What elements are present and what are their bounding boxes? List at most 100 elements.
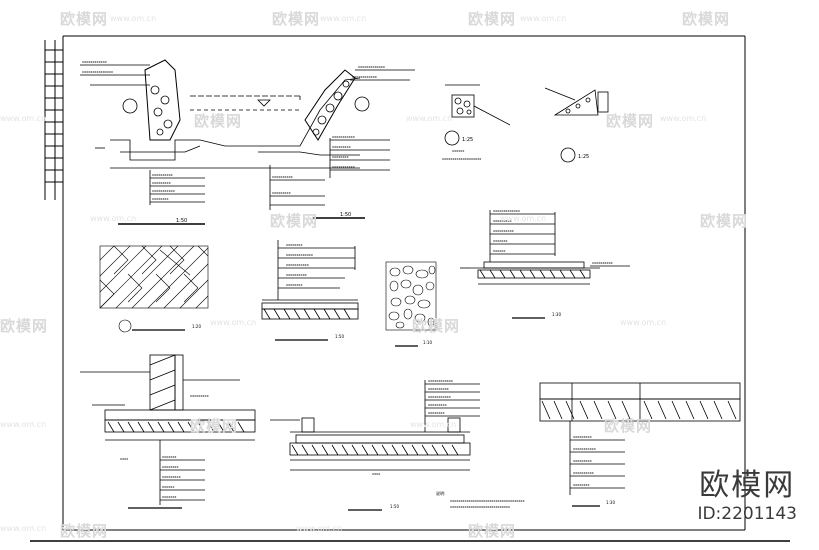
cobble-texture-plan <box>385 261 437 331</box>
scale-label: 1:50 <box>390 504 399 509</box>
watermark-url: www.om.cn <box>320 14 367 23</box>
svg-text:xxxxxxxxxxxxx: xxxxxxxxxxxxx <box>286 253 313 257</box>
curb-section-captions: xxxxxxxxxxxxxxxxxxxxxx xxxxxxxxxxxxxxxxx… <box>348 379 525 511</box>
watermark: 欧模网 <box>700 212 749 230</box>
svg-text:xxxxxxxxxxx: xxxxxxxxxxx <box>428 395 451 399</box>
svg-text:xxxxxxxxx: xxxxxxxxx <box>162 475 181 479</box>
scale-label: 1:20 <box>192 324 201 329</box>
svg-text:xxxxxxxxxxxxxxxxxxxxxxxxxxxxxx: xxxxxxxxxxxxxxxxxxxxxxxxxxxxxxxxxxxx <box>450 499 525 503</box>
scale-label: 1:30 <box>552 312 561 317</box>
watermark: 欧模网 <box>412 317 461 335</box>
drawing-frame <box>30 35 790 542</box>
retaining-wall-section <box>80 354 256 505</box>
watermark: 欧模网 <box>0 317 49 335</box>
brand-logo: 欧模网 <box>699 468 796 503</box>
svg-text:xxxxxxxxxx: xxxxxxxxxx <box>592 261 613 265</box>
svg-text:xxxxxxx: xxxxxxx <box>493 239 508 243</box>
svg-text:xxxxxxxxxx: xxxxxxxxxx <box>272 175 293 179</box>
watermark-url: www.om.cn <box>110 14 157 23</box>
watermark: 欧模网 <box>468 10 517 28</box>
scale-label: 1:50 <box>176 218 187 224</box>
watermark: 欧模网 <box>272 10 321 28</box>
watermark-url: www.om.cn <box>620 318 667 327</box>
svg-text:xxxxxxxxx: xxxxxxxxx <box>190 394 209 398</box>
paving-section-b <box>261 240 359 320</box>
watermark: 欧模网 <box>60 522 109 540</box>
pond-section-captions: 1:50 1:50 <box>118 212 365 225</box>
small-detail-b <box>544 87 609 163</box>
svg-text:xxxxxxx: xxxxxxx <box>162 495 177 499</box>
layered-section-captions: xxxxxxxxxxxxxxxxxxxx xxxxxxxxxxxxxxxxxxx… <box>572 435 615 507</box>
watermark-url: www.om.cn <box>410 420 457 429</box>
svg-text:xxxxxxxx: xxxxxxxx <box>162 465 179 469</box>
watermark-url: www.om.cn <box>210 318 257 327</box>
svg-text:xxxxxxxxxxx: xxxxxxxxxxx <box>573 447 596 451</box>
svg-text:xxxxxxxxxxxxxxxxxxxxxxxxxxxxx: xxxxxxxxxxxxxxxxxxxxxxxxxxxxx <box>450 505 510 509</box>
watermark-url: www.om.cn <box>520 14 567 23</box>
svg-text:xxxxxx: xxxxxx <box>162 485 174 489</box>
pond-section-detail <box>80 59 415 210</box>
notes-label: 说明: <box>436 490 445 496</box>
watermark: 欧模网 <box>682 10 731 28</box>
watermark: 欧模网 <box>468 522 517 540</box>
svg-text:xxxxxxxx: xxxxxxxx <box>152 197 169 201</box>
svg-text:xxxxxxxxxx: xxxxxxxxxx <box>152 173 173 177</box>
svg-text:xxxxxxxxxx: xxxxxxxxxx <box>286 273 307 277</box>
watermark-url: www.om.cn <box>296 524 343 533</box>
watermark: 欧模网 <box>270 212 319 230</box>
svg-text:xxxxxxxxxxx: xxxxxxxxxxx <box>152 189 175 193</box>
svg-text:xxxxxxxxxxx: xxxxxxxxxxx <box>286 263 309 267</box>
svg-text:xxxxxxxxxxxx: xxxxxxxxxxxx <box>82 60 107 64</box>
svg-text:xxxxxxxxxxxx: xxxxxxxxxxxx <box>352 75 377 79</box>
svg-text:xxxxxxxxx: xxxxxxxxx <box>573 459 592 463</box>
edge-section-detail <box>460 210 630 285</box>
watermark: 欧模网 <box>604 417 653 435</box>
layered-section-detail <box>539 382 741 495</box>
watermark: 欧模网 <box>606 112 655 130</box>
svg-text:xxxxxxxx: xxxxxxxx <box>286 243 303 247</box>
svg-text:xxxxxxxxxxx: xxxxxxxxxxx <box>332 165 355 169</box>
edge-section-captions: xxxxxxxxxxxxxxxxxxxxxx xxxxxxxxxxxxxxxxx… <box>493 209 613 319</box>
svg-text:xxxx: xxxx <box>372 472 380 476</box>
paving-section-b-captions: xxxxxxxxxxxxxxxxxxxxx xxxxxxxxxxxxxxxxxx… <box>275 243 344 341</box>
herringbone-paving-plan <box>99 245 209 333</box>
watermark-url: www.om.cn <box>0 114 47 123</box>
svg-text:xxxxxxxxxxx: xxxxxxxxxxx <box>332 135 355 139</box>
svg-text:xxxxxxxx: xxxxxxxx <box>286 283 303 287</box>
herringbone-captions: 1:20 <box>132 324 201 331</box>
svg-text:xxxxxxxx: xxxxxxxx <box>332 155 349 159</box>
watermark-url: www.om.cn <box>660 114 707 123</box>
svg-text:xxxxxxxxxxxxxxxxxxx: xxxxxxxxxxxxxxxxxxx <box>442 157 481 161</box>
watermark-url: www.om.cn <box>500 214 547 223</box>
curb-section-detail <box>270 380 480 471</box>
small-detail-a <box>444 84 511 146</box>
svg-text:xxxxxxxxxx: xxxxxxxxxx <box>573 471 594 475</box>
svg-text:xxxxxxxxxxxxx: xxxxxxxxxxxxx <box>493 209 520 213</box>
svg-text:xxxxxxxxxx: xxxxxxxxxx <box>493 229 514 233</box>
pond-section-text: xxxxxxxxxxxxxxxxxxxxxxxxxxx xxxxxxxxxxxx… <box>82 60 385 201</box>
svg-text:xxxxxxxxx: xxxxxxxxx <box>272 191 291 195</box>
svg-text:xxxxxxx: xxxxxxx <box>162 455 177 459</box>
watermark-url: www.om.cn <box>90 214 137 223</box>
svg-text:xxxxxxxxx: xxxxxxxxx <box>573 435 592 439</box>
svg-text:xxxxxxxxx: xxxxxxxxx <box>332 145 351 149</box>
scale-label: 1:25 <box>462 137 473 143</box>
svg-text:xxxxxxxx: xxxxxxxx <box>573 483 590 487</box>
watermark-url: www.om.cn <box>0 420 47 429</box>
watermark: 欧模网 <box>60 10 109 28</box>
small-detail-captions: 1:25 1:25 xxxxxx xxxxxxxxxxxxxxxxxxx <box>442 137 589 161</box>
svg-text:xxxx: xxxx <box>120 457 128 461</box>
brand-badge: 欧模网 ID:2201143 <box>697 460 797 524</box>
svg-text:xxxxxxxxxx: xxxxxxxxxx <box>428 387 449 391</box>
svg-text:xxxxxxxxxxxxxxx: xxxxxxxxxxxxxxx <box>82 70 113 74</box>
watermark-url: www.om.cn <box>406 114 453 123</box>
scale-label: 1:30 <box>606 500 615 505</box>
svg-text:xxxxxxxxx: xxxxxxxxx <box>428 403 447 407</box>
cobble-captions: 1:10 <box>395 340 432 347</box>
watermark: 欧模网 <box>194 112 243 130</box>
svg-text:xxxxxx: xxxxxx <box>493 249 505 253</box>
svg-text:xxxxxxxxxxxxx: xxxxxxxxxxxxx <box>358 65 385 69</box>
